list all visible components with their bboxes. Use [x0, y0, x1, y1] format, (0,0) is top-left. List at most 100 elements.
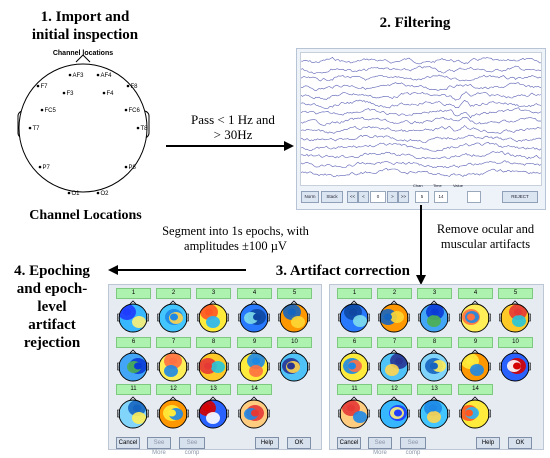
component-label-8[interactable]: 8	[417, 337, 452, 348]
component-topomap[interactable]	[278, 349, 310, 383]
scroll-right-button[interactable]: >	[387, 191, 398, 203]
component-label-14[interactable]: 14	[237, 384, 272, 395]
component-topomap[interactable]	[157, 300, 189, 334]
component-label-8[interactable]: 8	[196, 337, 231, 348]
eeg-channel-trace	[300, 142, 542, 152]
component-label-2[interactable]: 2	[377, 288, 412, 299]
component-label-5[interactable]: 5	[498, 288, 533, 299]
eeg-channel-trace	[300, 91, 542, 101]
component-topomap[interactable]	[338, 396, 370, 430]
step1-title: 1. Import and initial inspection	[31, 9, 139, 43]
component-topomap[interactable]	[197, 396, 229, 430]
scroll-left-button[interactable]: <	[358, 191, 369, 203]
component-label-6[interactable]: 6	[116, 337, 151, 348]
component-topomap[interactable]	[378, 349, 410, 383]
electrode-dot	[102, 91, 106, 95]
channel-field[interactable]: 14	[434, 191, 448, 203]
component-topomap[interactable]	[418, 300, 450, 334]
component-topomap[interactable]	[499, 300, 531, 334]
component-label-10[interactable]: 10	[498, 337, 533, 348]
eeg-scroll-window: Chan Time Value Norm Stack << < 0 > >> 5…	[296, 48, 546, 210]
component-topomap[interactable]	[157, 396, 189, 430]
component-label-4[interactable]: 4	[237, 288, 272, 299]
electrode-dot	[96, 73, 100, 77]
segment-note: Segment into 1s epochs, with amplitudes …	[162, 224, 309, 253]
component-topomap[interactable]	[459, 300, 491, 334]
component-label-4[interactable]: 4	[458, 288, 493, 299]
component-topomap[interactable]	[278, 300, 310, 334]
see-comp-button[interactable]: See comp	[400, 437, 426, 456]
eeg-channel-trace	[300, 160, 542, 169]
component-topomap[interactable]	[418, 349, 450, 383]
stack-button[interactable]: Stack	[321, 191, 343, 203]
step4-title: 4. Epoching and epoch- level artifact re…	[14, 263, 90, 351]
help-button[interactable]: Help	[255, 437, 279, 449]
artifact-removal-note: Remove ocular and muscular artifacts	[436, 222, 535, 251]
eeg-channel-trace	[300, 74, 542, 82]
component-topomap[interactable]	[338, 300, 370, 334]
component-topomap[interactable]	[157, 349, 189, 383]
see-more-button[interactable]: See More	[147, 437, 171, 456]
component-topomap[interactable]	[459, 396, 491, 430]
component-label-13[interactable]: 13	[196, 384, 231, 395]
component-label-13[interactable]: 13	[417, 384, 452, 395]
see-more-button[interactable]: See More	[368, 437, 392, 456]
component-label-5[interactable]: 5	[277, 288, 312, 299]
see-comp-button[interactable]: See comp	[179, 437, 205, 456]
ok-button[interactable]: OK	[287, 437, 311, 449]
electrode-dot	[124, 108, 128, 112]
component-topomap[interactable]	[238, 300, 270, 334]
component-topomap[interactable]	[197, 300, 229, 334]
component-label-3[interactable]: 3	[417, 288, 452, 299]
cancel-button[interactable]: Cancel	[337, 437, 361, 449]
component-topomap[interactable]	[378, 300, 410, 334]
electrode-label: T7	[33, 126, 41, 132]
scroll-far-left-button[interactable]: <<	[347, 191, 358, 203]
help-button[interactable]: Help	[476, 437, 500, 449]
electrode-label: P7	[43, 165, 51, 171]
component-label-12[interactable]: 12	[377, 384, 412, 395]
chan-label: Chan	[413, 183, 423, 188]
window-field[interactable]: 5	[415, 191, 429, 203]
norm-button[interactable]: Norm	[301, 191, 319, 203]
reject-button[interactable]: REJECT	[502, 191, 538, 203]
component-label-11[interactable]: 11	[116, 384, 151, 395]
component-label-14[interactable]: 14	[458, 384, 493, 395]
component-label-2[interactable]: 2	[156, 288, 191, 299]
component-label-9[interactable]: 9	[458, 337, 493, 348]
component-topomap[interactable]	[117, 300, 149, 334]
eeg-trace-plot	[300, 52, 542, 186]
cancel-button[interactable]: Cancel	[116, 437, 140, 449]
time-field[interactable]: 0	[370, 191, 386, 203]
component-label-7[interactable]: 7	[377, 337, 412, 348]
component-label-3[interactable]: 3	[196, 288, 231, 299]
eeg-channel-trace	[300, 107, 542, 119]
component-topomap[interactable]	[197, 349, 229, 383]
component-label-10[interactable]: 10	[277, 337, 312, 348]
component-topomap[interactable]	[117, 396, 149, 430]
component-topomap[interactable]	[238, 396, 270, 430]
component-label-11[interactable]: 11	[337, 384, 372, 395]
component-topomap[interactable]	[238, 349, 270, 383]
electrode-dot	[36, 84, 40, 88]
component-topomap[interactable]	[117, 349, 149, 383]
eeg-channel-trace	[300, 125, 541, 134]
scale-field[interactable]	[467, 191, 481, 203]
component-topomap[interactable]	[499, 349, 531, 383]
component-label-9[interactable]: 9	[237, 337, 272, 348]
arrow-correction-to-epoching	[108, 265, 246, 275]
component-label-1[interactable]: 1	[116, 288, 151, 299]
component-topomap[interactable]	[418, 396, 450, 430]
component-topomap[interactable]	[378, 396, 410, 430]
ok-button[interactable]: OK	[508, 437, 532, 449]
component-label-7[interactable]: 7	[156, 337, 191, 348]
component-label-6[interactable]: 6	[337, 337, 372, 348]
filter-note: Pass < 1 Hz and > 30Hz	[191, 112, 275, 142]
scroll-far-right-button[interactable]: >>	[398, 191, 409, 203]
electrode-dot	[136, 126, 140, 130]
component-label-12[interactable]: 12	[156, 384, 191, 395]
component-topomap[interactable]	[338, 349, 370, 383]
component-topomap[interactable]	[459, 349, 491, 383]
component-label-1[interactable]: 1	[337, 288, 372, 299]
